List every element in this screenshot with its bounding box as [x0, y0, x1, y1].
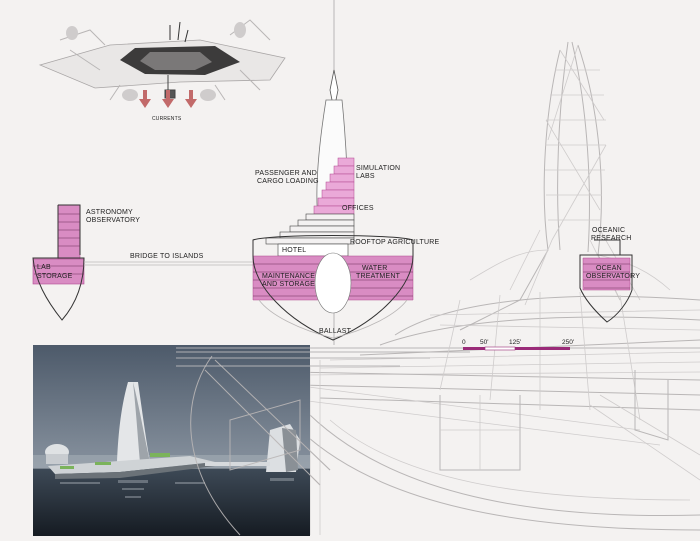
current-arrows — [139, 90, 197, 108]
central-tower-section: SIMULATION LABS PASSENGER AND CARGO LOAD… — [252, 69, 439, 341]
render-platform — [48, 456, 215, 474]
observatory-floor-lines — [33, 213, 84, 275]
currents-mini-tower — [66, 26, 78, 40]
scale-tick-0: 0 — [462, 339, 466, 346]
scale-tick-50: 50' — [480, 339, 488, 346]
right-section-observatory: OCEANIC RESEARCH OCEAN OBSERVATORY — [579, 227, 640, 323]
scale-bar: 0 50' 125' 250' — [462, 339, 574, 351]
left-section-observatory: ASTRONOMY OBSERVATORY LAB STORAGE — [32, 204, 140, 321]
scale-tick-125: 125' — [509, 339, 521, 346]
scale-tick-250: 250' — [562, 339, 574, 346]
ocean-floor-lines — [583, 263, 630, 289]
currents-mast — [169, 21, 189, 43]
rendering-photo — [33, 345, 310, 536]
ballast-label: BALLAST — [319, 328, 352, 335]
astronomy-label: ASTRONOMY — [86, 209, 133, 216]
passenger-label: PASSENGER AND — [255, 170, 317, 177]
render-greenery — [60, 453, 170, 469]
cargo-label: CARGO LOADING — [257, 178, 319, 185]
currents-label: CURRENTS — [152, 116, 182, 122]
currents-mini-tower — [122, 89, 138, 101]
simulation-label: SIMULATION — [356, 165, 400, 172]
ocean-observatory-label: OBSERVATORY — [586, 273, 640, 280]
water-label: WATER — [362, 265, 388, 272]
currents-perspective-diagram: CURRENTS — [38, 19, 286, 122]
observatory-label: OBSERVATORY — [86, 217, 140, 224]
currents-mini-tower — [200, 89, 216, 101]
storage-label: STORAGE — [37, 273, 73, 280]
stepped-floors — [265, 213, 355, 245]
currents-core-deck — [140, 52, 212, 70]
maintenance-label: MAINTENANCE — [262, 273, 315, 280]
stepped-program — [313, 157, 355, 215]
wireframe-tower — [459, 41, 671, 331]
rooftop-label: ROOFTOP AGRICULTURE — [350, 239, 439, 246]
bridge-to-islands: BRIDGE TO ISLANDS — [84, 253, 253, 266]
wireframe-hull — [299, 370, 700, 531]
ballast-void — [314, 252, 352, 314]
hotel-label: HOTEL — [282, 247, 306, 254]
ocean-label: OCEAN — [596, 265, 622, 272]
lab-label: LAB — [37, 264, 51, 271]
oceanic-label: OCEANIC — [592, 227, 625, 234]
treatment-label: TREATMENT — [356, 273, 401, 280]
currents-mini-tower — [234, 22, 246, 38]
labs-label: LABS — [356, 173, 375, 180]
render-reflections — [60, 478, 294, 498]
offices-label: OFFICES — [342, 205, 374, 212]
and-storage-label: AND STORAGE — [262, 281, 315, 288]
research-label: RESEARCH — [591, 235, 632, 242]
render-wireframe-overlay — [176, 347, 331, 536]
hull-outline — [252, 235, 414, 341]
bridge-label: BRIDGE TO ISLANDS — [130, 253, 204, 260]
